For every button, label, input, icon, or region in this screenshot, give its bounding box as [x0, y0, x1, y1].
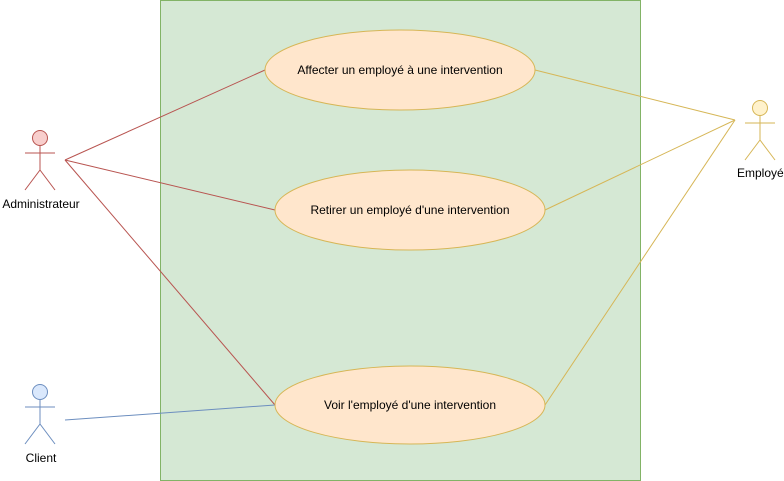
actor-client-label: Client: [26, 451, 57, 465]
actor-employe-label: Employé: [737, 166, 784, 180]
association-employe-voir: [544, 119, 736, 406]
actor-employe-icon: [744, 100, 776, 161]
actor-administrateur-icon: [24, 130, 56, 191]
usecase-retirer[interactable]: Retirer un employé d'une intervention: [274, 169, 546, 251]
usecase-voir-ellipse: [274, 365, 546, 445]
actor-administrateur[interactable]: Administrateur: [2, 130, 80, 212]
actor-client[interactable]: Client: [24, 384, 57, 466]
usecase-affecter-label: Affecter un employé à une intervention: [297, 63, 502, 77]
association-client-voir: [64, 404, 276, 421]
usecase-voir-label: Voir l'employé d'une intervention: [324, 398, 496, 412]
usecase-affecter-ellipse: [264, 29, 536, 111]
usecase-retirer-label: Retirer un employé d'une intervention: [310, 203, 509, 217]
association-employe-affecter: [534, 69, 736, 121]
association-employe-retirer: [544, 119, 736, 211]
association-administrateur-retirer: [64, 159, 276, 211]
usecase-voir[interactable]: Voir l'employé d'une intervention: [274, 365, 546, 445]
actor-employe[interactable]: Employé: [737, 100, 784, 181]
actor-client-icon: [24, 384, 56, 445]
actor-administrateur-label: Administrateur: [2, 197, 79, 211]
associations: [64, 69, 736, 421]
usecase-retirer-ellipse: [274, 169, 546, 251]
association-administrateur-voir: [64, 159, 276, 406]
association-administrateur-affecter: [64, 69, 266, 161]
usecase-affecter[interactable]: Affecter un employé à une intervention: [264, 29, 536, 111]
